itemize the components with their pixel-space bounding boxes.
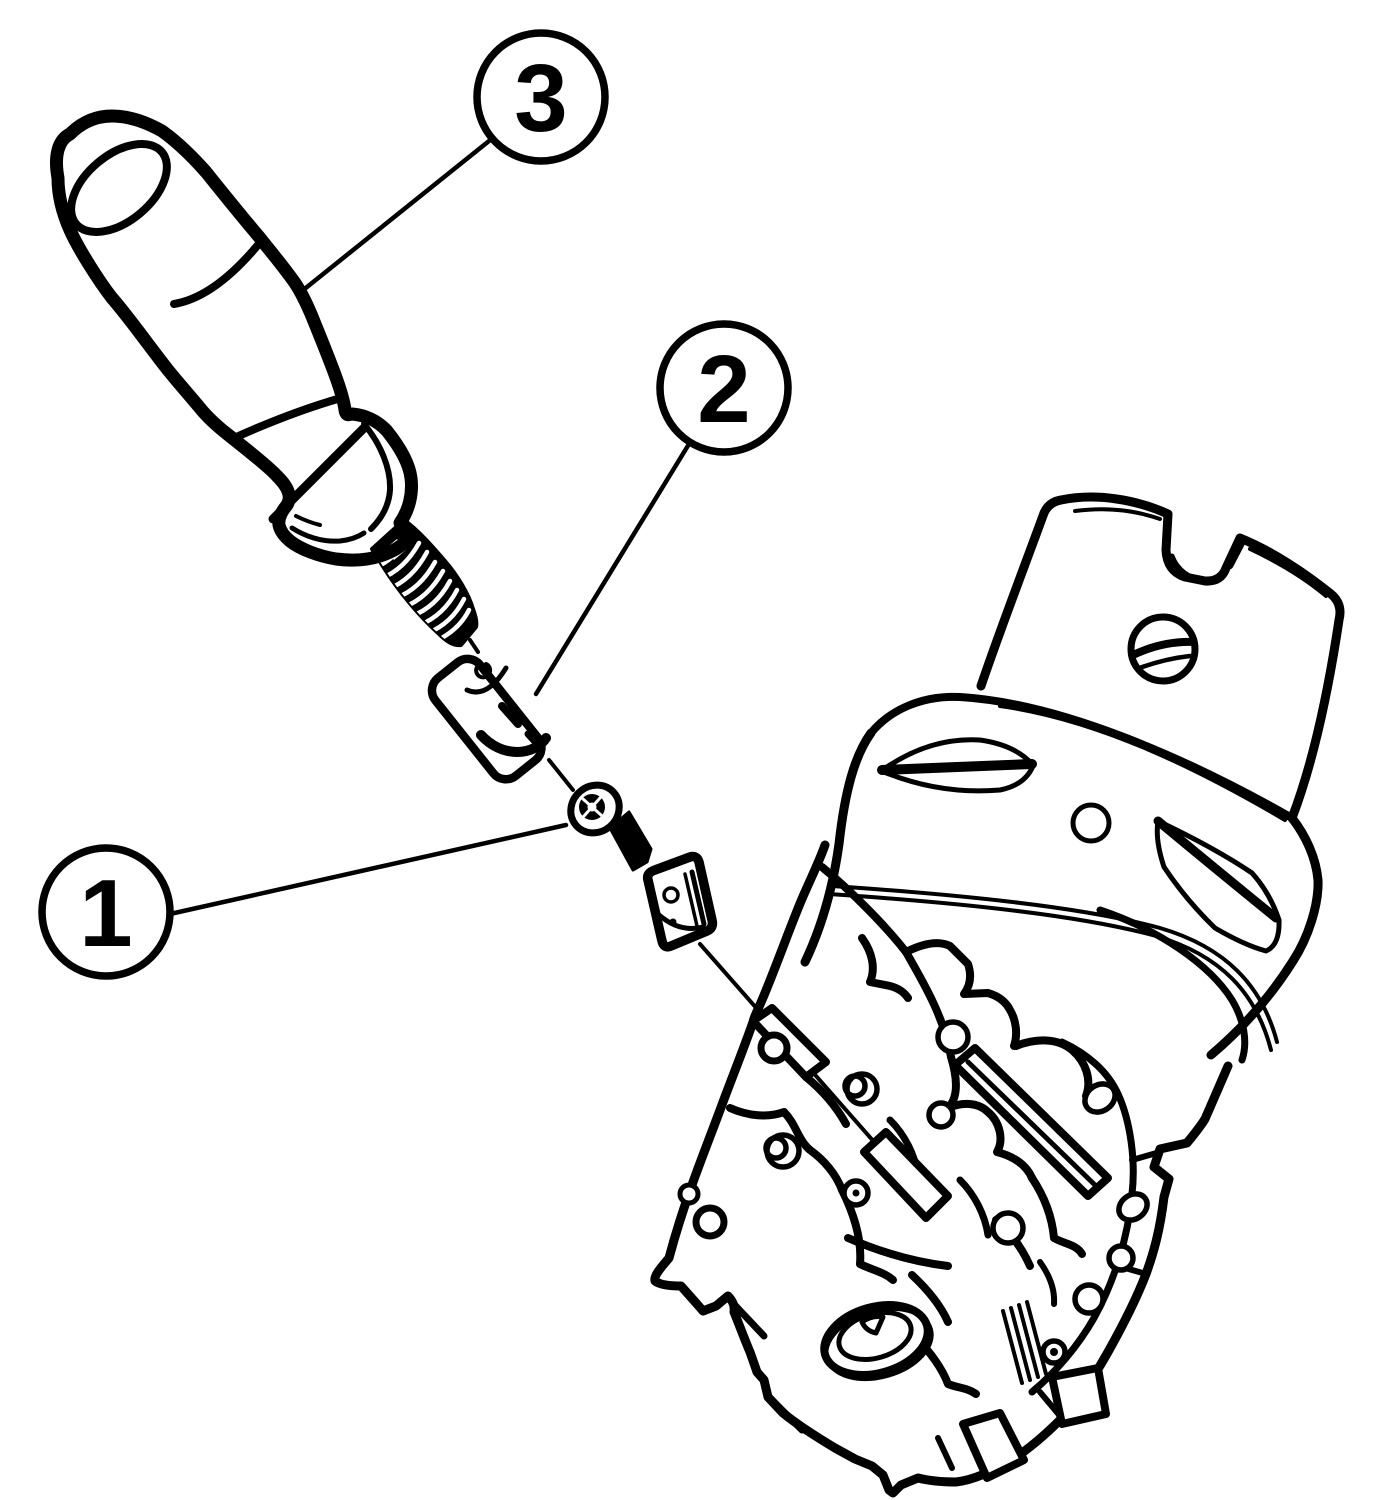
- svg-text:1: 1: [79, 860, 132, 967]
- svg-text:2: 2: [697, 336, 750, 443]
- svg-text:3: 3: [514, 45, 567, 152]
